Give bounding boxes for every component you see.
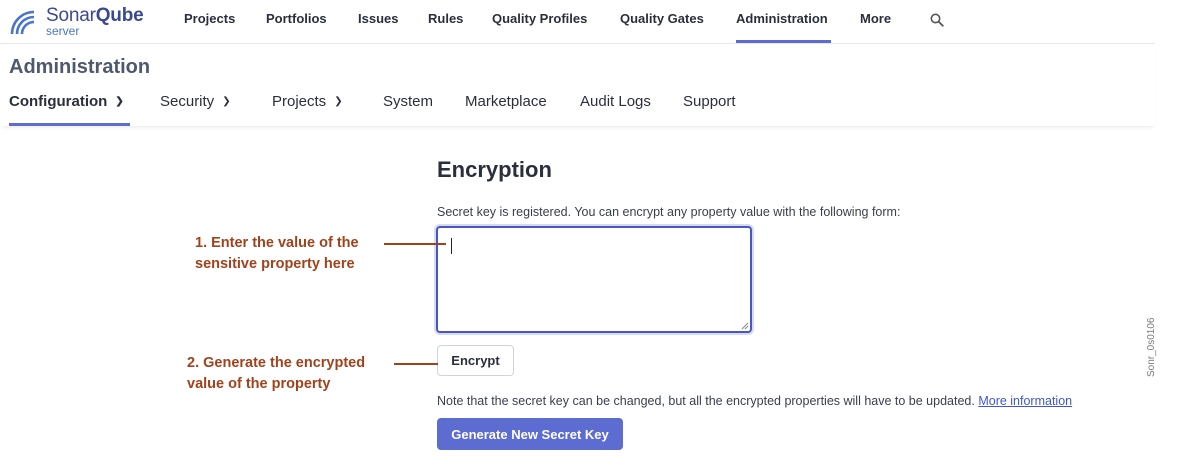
encryption-description: Secret key is registered. You can encryp…: [437, 205, 901, 219]
chevron-down-icon: ❯: [222, 96, 231, 107]
page-title: Administration: [9, 56, 151, 78]
tab-support[interactable]: Support: [683, 93, 736, 110]
tab-configuration-label: Configuration: [9, 93, 108, 110]
chevron-down-icon: ❯: [334, 96, 343, 107]
top-navbar: SonarQube server Projects Portfolios Iss…: [0, 0, 1155, 44]
search-icon[interactable]: [930, 13, 944, 27]
admin-header: Administration Configuration❯ Security❯ …: [0, 44, 1155, 126]
brand-subtitle: server: [46, 24, 80, 38]
more-information-link[interactable]: More information: [978, 394, 1073, 408]
nav-portfolios[interactable]: Portfolios: [266, 11, 327, 26]
brand-name: SonarQube: [46, 5, 144, 27]
sonarqube-logo-icon: [10, 10, 35, 35]
tab-security[interactable]: Security ❯: [160, 93, 231, 110]
section-title: Encryption: [437, 157, 552, 182]
nav-issues[interactable]: Issues: [358, 11, 399, 26]
nav-more[interactable]: More: [860, 11, 892, 26]
tab-projects-label: Projects: [272, 93, 327, 110]
callout-step-2-pointer: [394, 363, 438, 365]
callout-step-1-line1: 1. Enter the value of the: [195, 235, 359, 251]
tab-configuration[interactable]: Configuration ❯: [9, 93, 124, 110]
sonarqube-logo[interactable]: SonarQube server: [8, 4, 158, 40]
callout-step-2-line1: 2. Generate the encrypted: [187, 355, 366, 371]
callout-step-2-line2: value of the property: [187, 376, 331, 392]
nav-active-indicator: [736, 40, 831, 43]
image-watermark: Sonr_0s0106: [1146, 317, 1157, 378]
brand-name-part2: Qube: [95, 5, 144, 26]
tab-projects[interactable]: Projects ❯: [272, 93, 343, 110]
resize-handle-icon[interactable]: [740, 321, 749, 330]
tab-audit-logs[interactable]: Audit Logs: [580, 93, 651, 110]
nav-projects[interactable]: Projects: [184, 11, 236, 26]
brand-name-part1: Sonar: [46, 5, 96, 26]
note-text: Note that the secret key can be changed,…: [437, 394, 975, 408]
callout-step-1: 1. Enter the value of the sensitive prop…: [195, 233, 359, 275]
tab-marketplace[interactable]: Marketplace: [465, 93, 547, 110]
callout-step-2: 2. Generate the encrypted value of the p…: [187, 353, 365, 395]
encrypt-button[interactable]: Encrypt: [437, 345, 514, 376]
text-caret: [451, 238, 452, 254]
nav-administration[interactable]: Administration: [736, 11, 828, 26]
chevron-down-icon: ❯: [115, 96, 124, 107]
tab-system[interactable]: System: [383, 93, 434, 110]
generate-secret-key-button[interactable]: Generate New Secret Key: [437, 418, 623, 450]
nav-quality-gates[interactable]: Quality Gates: [620, 11, 704, 26]
callout-step-1-line2: sensitive property here: [195, 256, 355, 272]
tab-active-indicator: [9, 123, 130, 126]
property-value-textarea[interactable]: [436, 226, 752, 333]
nav-quality-profiles[interactable]: Quality Profiles: [492, 11, 588, 26]
secret-key-note: Note that the secret key can be changed,…: [437, 394, 1072, 408]
callout-step-1-pointer: [384, 243, 446, 245]
nav-rules[interactable]: Rules: [428, 11, 464, 26]
tab-security-label: Security: [160, 93, 215, 110]
